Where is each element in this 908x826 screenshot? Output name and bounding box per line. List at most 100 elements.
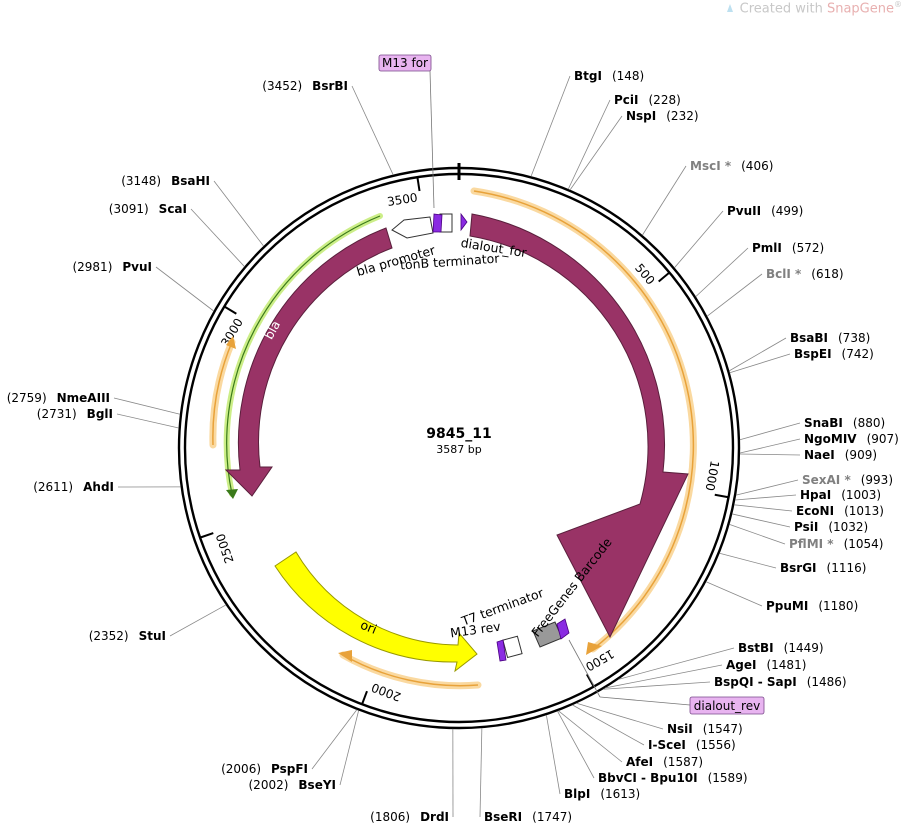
feature-t4-dna-ligase — [469, 213, 689, 639]
enzyme-name: DrdI — [420, 810, 449, 824]
enzyme-position: (1806) — [370, 810, 410, 824]
enzyme-site-drdi[interactable]: DrdI (1806) — [370, 728, 454, 824]
enzyme-site-naei[interactable]: NaeI(909) — [739, 448, 877, 462]
enzyme-leader-line — [339, 710, 360, 786]
enzyme-name: EcoNI — [796, 504, 834, 518]
enzyme-site-bseri[interactable]: BseRI(1747) — [479, 728, 572, 824]
enzyme-site-pcii[interactable]: PciI(228) — [567, 93, 681, 190]
enzyme-leader-line — [479, 728, 483, 818]
enzyme-position: (907) — [867, 432, 899, 446]
enzyme-site-psii[interactable]: PsiI (1032) — [732, 513, 868, 534]
enzyme-position: (1449) — [784, 641, 824, 655]
feature-bla-promoter — [391, 216, 434, 239]
enzyme-site-bseyi[interactable]: BseYI(2002) — [249, 710, 360, 792]
enzyme-site-bcli[interactable]: BclI *(618) — [706, 267, 844, 317]
enzyme-leader-line — [705, 581, 763, 607]
enzyme-site-bspei[interactable]: BspEI(742) — [729, 347, 874, 374]
enzyme-leader-line — [739, 438, 801, 454]
tick-2000 — [361, 690, 368, 705]
enzyme-site-pflmi[interactable]: PflMI *(1054) — [729, 524, 883, 551]
enzyme-site-bgli[interactable]: BglI(2731) — [37, 407, 179, 429]
plasmid-length: 3587 bp — [436, 443, 481, 456]
tick-3500 — [416, 177, 421, 192]
enzyme-name: BseYI — [298, 778, 336, 792]
enzyme-site-scai[interactable]: ScaI(3091) — [109, 202, 245, 267]
enzyme-site-afei[interactable]: AfeI(1587) — [558, 710, 703, 769]
enzyme-site-btgi[interactable]: BtgI(148) — [530, 69, 644, 177]
enzyme-position: (3091) — [109, 202, 149, 216]
enzyme-site-bsabi[interactable]: BsaBI(738) — [729, 331, 870, 372]
enzyme-site-bsahi[interactable]: BsaHI(3148) — [121, 174, 264, 247]
enzyme-name: BsrGI — [780, 561, 817, 575]
enzyme-name: PflMI * — [789, 537, 834, 551]
enzyme-name: PvuII — [727, 204, 761, 218]
enzyme-leader-line — [169, 604, 227, 637]
enzyme-site-ppumi[interactable]: PpuMI(1180) — [705, 581, 858, 613]
enzyme-site-hpai[interactable]: HpaI(1003) — [735, 488, 881, 502]
enzyme-site-nspi[interactable]: NspI(232) — [569, 109, 699, 191]
enzyme-position: (148) — [612, 69, 644, 83]
enzyme-site-agei[interactable]: AgeI(1481) — [605, 658, 806, 689]
enzyme-site-ahdi[interactable]: AhdI(2611) — [33, 480, 181, 494]
enzyme-site-nsii[interactable]: NsiI(1547) — [576, 702, 743, 736]
enzyme-position: (1032) — [828, 520, 868, 534]
enzyme-site-snabi[interactable]: SnaBI(880) — [739, 416, 885, 441]
primer-box-m13-for[interactable] — [378, 54, 432, 72]
enzyme-site-ngomiv[interactable]: NgoMIV(907) — [739, 432, 899, 454]
enzyme-site-pmli[interactable]: PmlI(572) — [695, 241, 824, 297]
enzyme-site-pspfi[interactable]: PspFI (2006) — [221, 709, 358, 776]
enzyme-position: (1180) — [818, 599, 858, 613]
enzyme-leader-line — [735, 479, 799, 496]
enzyme-position: (228) — [649, 93, 681, 107]
enzyme-leader-line — [729, 353, 791, 374]
enzyme-site-bbvci-bpu10i[interactable]: BbvCI - Bpu10I(1589) — [557, 710, 748, 785]
tick-500 — [658, 271, 671, 283]
enzyme-position: (2006) — [221, 762, 261, 776]
enzyme-leader-line — [695, 247, 749, 297]
primer-box-dialout-rev[interactable] — [689, 696, 765, 715]
enzyme-site-msci[interactable]: MscI * (406) — [642, 159, 773, 236]
enzyme-position: (1556) — [696, 738, 736, 752]
enzyme-name: BclI * — [766, 267, 802, 281]
enzyme-name: PsiI — [794, 520, 818, 534]
enzyme-name: MscI * — [690, 159, 732, 173]
enzyme-site-pvuii[interactable]: PvuII (499) — [674, 204, 804, 268]
enzyme-site-nmeaiii[interactable]: NmeAIII(2759) — [7, 391, 181, 415]
enzyme-site-bsrbi[interactable]: BsrBI(3452) — [262, 79, 394, 175]
enzyme-position: (1547) — [703, 722, 743, 736]
enzyme-position: (232) — [666, 109, 698, 123]
enzyme-leader-line — [155, 266, 214, 312]
tick-label-3500: 3500 — [386, 190, 418, 208]
orf-arrow-left — [226, 336, 236, 349]
snapgene-logo-icon — [726, 4, 733, 13]
enzyme-name: BspQI - SapI — [714, 675, 797, 689]
enzyme-name: NaeI — [804, 448, 835, 462]
feature-bla — [224, 227, 393, 497]
enzyme-site-blpi[interactable]: BlpI(1613) — [545, 715, 640, 801]
enzyme-name: PspFI — [271, 762, 308, 776]
enzyme-site-econi[interactable]: EcoNI(1013) — [734, 504, 884, 518]
enzyme-name: I-SceI — [648, 738, 686, 752]
feature-t7-terminator — [502, 635, 523, 659]
enzyme-site-sexai[interactable]: SexAI *(993) — [735, 473, 893, 496]
orf-arrow-ligase — [586, 642, 602, 655]
enzyme-position: (406) — [741, 159, 773, 173]
enzyme-leader-line — [674, 210, 724, 268]
enzyme-site-i-scei[interactable]: I-SceI (1556) — [572, 704, 736, 752]
enzyme-site-bspqi-sapi[interactable]: BspQI - SapI(1486) — [603, 675, 847, 690]
enzyme-site-bstbi[interactable]: BstBI(1449) — [618, 641, 824, 680]
enzyme-position: (499) — [771, 204, 803, 218]
enzyme-name: BbvCI - Bpu10I — [598, 771, 698, 785]
enzyme-position: (1613) — [600, 787, 640, 801]
enzyme-leader-line — [113, 397, 181, 415]
enzyme-site-pvui[interactable]: PvuI(2981) — [72, 260, 214, 312]
enzyme-position: (572) — [792, 241, 824, 255]
enzyme-site-stui[interactable]: StuI(2352) — [89, 604, 227, 643]
enzyme-leader-line — [603, 681, 711, 690]
enzyme-name: HpaI — [800, 488, 831, 502]
enzyme-leader-line — [719, 552, 777, 569]
enzyme-site-bsrgi[interactable]: BsrGI(1116) — [719, 552, 867, 575]
enzyme-position: (1481) — [766, 658, 806, 672]
enzyme-position: (2352) — [89, 629, 129, 643]
enzyme-position: (1587) — [663, 755, 703, 769]
